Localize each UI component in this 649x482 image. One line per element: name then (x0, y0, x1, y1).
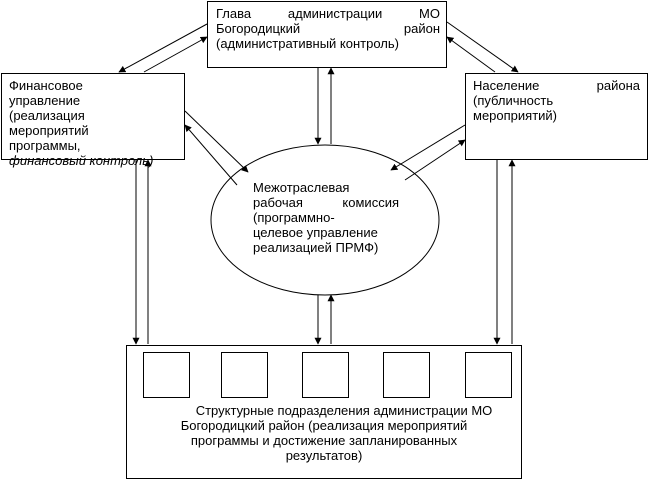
commission-ellipse (210, 144, 440, 296)
head-line-2: Богородицкий район (216, 21, 440, 36)
divisions-line-2: Богородицкий район (реализация мероприят… (180, 418, 468, 433)
divisions-line-3: программы и достижение запланированных (190, 433, 458, 448)
finance-line-3: (реализация (9, 108, 85, 123)
commission-line-3: (программно- (253, 210, 335, 225)
population-line-3: мероприятий) (473, 108, 558, 123)
finance-line-4: мероприятий (9, 123, 89, 138)
arrows-head-commission (314, 67, 335, 145)
commission-text: Межотраслевая рабочая комиссия (программ… (253, 180, 399, 255)
population-text: Население района (публичность мероприяти… (473, 78, 640, 123)
finance-line-2: управление (9, 93, 81, 108)
divisions-line-4: результатов) (285, 448, 363, 463)
population-line-1: Население района (473, 78, 640, 93)
population-line-2: (публичность (473, 93, 554, 108)
commission-line-2: рабочая комиссия (253, 195, 399, 210)
division-square-2 (221, 352, 268, 398)
arrows-commission-divisions (314, 294, 335, 345)
commission-line-4: целевое управление (253, 225, 378, 240)
head-text: Глава администрации МО Богородицкий райо… (216, 6, 440, 51)
arrows-finance-commission (184, 110, 249, 186)
finance-line-1: Финансовое (9, 78, 83, 93)
division-square-4 (383, 352, 430, 398)
divisions-line-1: Структурные подразделения администрации … (195, 403, 493, 418)
arrows-head-finance (118, 23, 208, 73)
head-line-3: (административный контроль) (216, 36, 399, 51)
division-square-5 (465, 352, 512, 398)
commission-line-1: Межотраслевая (253, 180, 350, 195)
division-square-1 (143, 352, 190, 398)
arrows-head-population (446, 21, 519, 73)
arrows-population-divisions (493, 159, 516, 345)
population-box (465, 73, 648, 160)
finance-text: Финансовое управление (реализация меропр… (9, 78, 181, 168)
finance-line-italic: финансовый контроль) (9, 153, 154, 168)
division-square-3 (302, 352, 349, 398)
head-line-1: Глава администрации МО (216, 6, 440, 21)
finance-box (1, 73, 185, 160)
commission-line-5: реализацией ПРМФ) (253, 240, 379, 255)
head-box (207, 1, 447, 68)
arrows-finance-divisions (132, 159, 152, 345)
finance-line-5: программы, (9, 138, 81, 153)
arrows-population-commission (390, 124, 466, 181)
divisions-text: Структурные подразделения администрации … (130, 403, 518, 463)
